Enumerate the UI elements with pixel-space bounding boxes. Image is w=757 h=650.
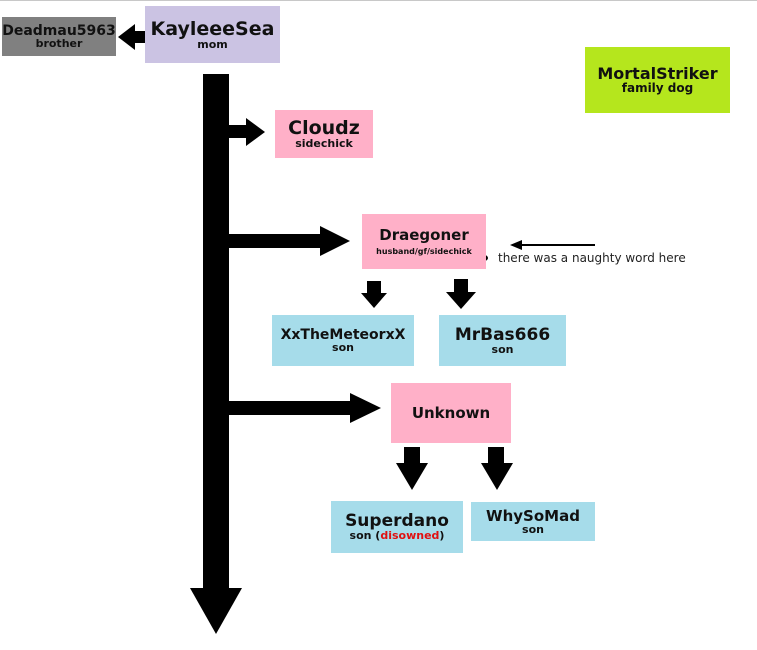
node-role: husband/gf/sidechick [376,246,472,256]
node-name: Superdano [345,511,449,531]
node-role: family dog [621,81,694,95]
node-cloudz: Cloudz sidechick [275,110,373,158]
superdano-arrow-head [396,463,428,490]
node-name: Unknown [411,403,491,422]
node-name: KayleeeSea [150,17,275,40]
annotation-arrow-head [510,240,522,250]
disowned-highlight: disowned [380,529,440,542]
role-prefix: son ( [349,529,381,542]
cloudz-arrow-shaft [229,125,247,138]
trunk-arrowhead [190,588,242,634]
mrbas-arrow-head [446,292,476,309]
node-mrbas: MrBas666 son [439,315,566,366]
node-role: son (disowned) [350,530,445,541]
node-name: Draegoner [379,225,469,244]
node-name: Cloudz [288,117,360,139]
node-role: son [332,341,354,354]
node-unknown: Unknown [391,383,511,443]
mrbas-arrow-shaft [454,279,468,294]
unknown-arrow-shaft [229,401,351,415]
node-role: sidechick [295,137,353,150]
node-role: son [522,522,544,536]
whysomad-arrow-shaft [488,447,504,465]
cloudz-arrow-head [246,118,265,146]
node-role: mom [197,37,228,51]
brother-arrow-head [118,24,135,50]
brother-arrow-shaft [134,31,148,43]
whysomad-arrow-head [481,463,513,490]
unknown-arrow-head [350,393,381,423]
node-whysomad: WhySoMad son [471,502,595,541]
node-meteor: XxTheMeteorxX son [272,315,414,366]
trunk-line [203,74,229,592]
node-name: Deadmau5963 [2,23,116,39]
node-name: MortalStriker [597,64,718,83]
meteor-arrow-head [361,293,387,308]
node-name: MrBas666 [454,324,551,345]
annotation-text: there was a naughty word here [498,251,686,265]
role-suffix: ) [439,529,445,542]
meteor-arrow-shaft [367,281,381,295]
superdano-arrow-shaft [404,447,420,465]
node-name: XxTheMeteorxX [280,327,406,343]
node-brother: Deadmau5963 brother [2,17,116,56]
node-superdano: Superdano son (disowned) [331,501,463,553]
node-draegoner: Draegoner husband/gf/sidechick [362,214,486,269]
top-border-line [0,0,757,1]
draegoner-arrow-shaft [229,234,321,248]
node-role: brother [35,37,83,50]
node-name: WhySoMad [486,506,580,525]
node-role: son [491,342,514,356]
node-dog: MortalStriker family dog [585,47,730,113]
node-mom: KayleeeSea mom [145,6,280,63]
draegoner-arrow-head [320,226,350,256]
